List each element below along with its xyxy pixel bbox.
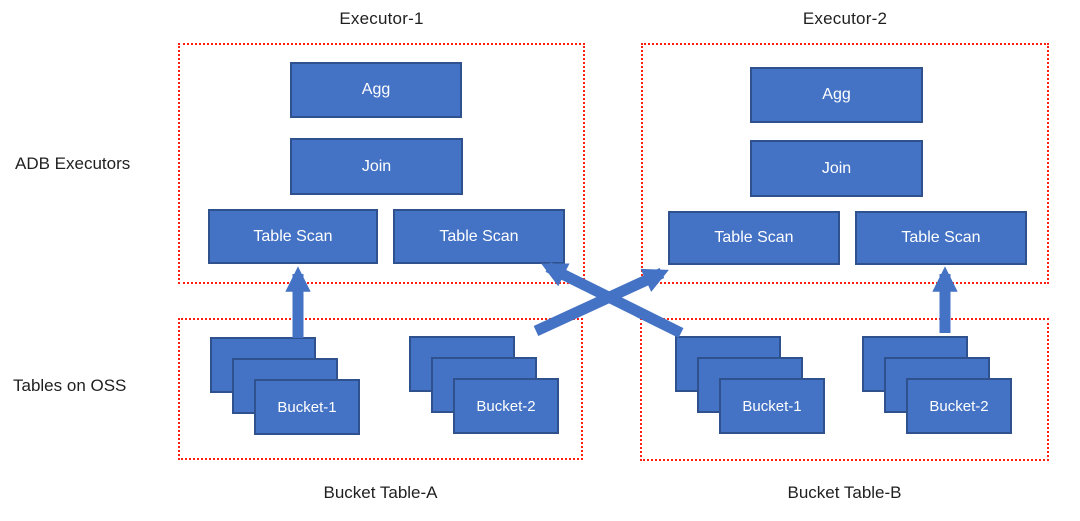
bucket-a1-front-tile: Bucket-1: [254, 379, 360, 435]
bucket-table-b-label: Bucket Table-B: [787, 483, 902, 502]
adb-executors-label: ADB Executors: [15, 154, 131, 173]
exec1-table-scan-right-box: Table Scan: [393, 209, 565, 264]
bucket-a2-front-tile: Bucket-2: [453, 378, 559, 434]
bucket-table-a-panel: [178, 318, 583, 460]
exec2-table-scan-right-box: Table Scan: [855, 211, 1027, 265]
bucket-b2-stack: Bucket-2: [862, 336, 1012, 434]
executor-2-title: Executor-2: [802, 9, 888, 28]
bucket-a2-stack: Bucket-2: [409, 336, 559, 434]
exec1-join-box: Join: [290, 138, 463, 195]
tables-on-oss-label: Tables on OSS: [13, 376, 127, 395]
bucket-b1-front-tile: Bucket-1: [719, 378, 825, 434]
executor-2-panel: [641, 43, 1049, 284]
bucket-b1-stack: Bucket-1: [675, 336, 825, 434]
exec2-table-scan-left-box: Table Scan: [668, 211, 840, 265]
bucket-table-a-label: Bucket Table-A: [323, 483, 438, 502]
bucket-b2-front-tile: Bucket-2: [906, 378, 1012, 434]
exec2-agg-box: Agg: [750, 67, 923, 123]
executor-1-title: Executor-1: [339, 9, 424, 28]
executor-1-panel: [178, 43, 585, 284]
exec1-agg-box: Agg: [290, 62, 462, 118]
exec2-join-box: Join: [750, 140, 923, 197]
exec1-table-scan-left-box: Table Scan: [208, 209, 378, 264]
bucket-a1-stack: Bucket-1: [210, 337, 360, 435]
bucket-table-b-panel: [640, 318, 1049, 461]
